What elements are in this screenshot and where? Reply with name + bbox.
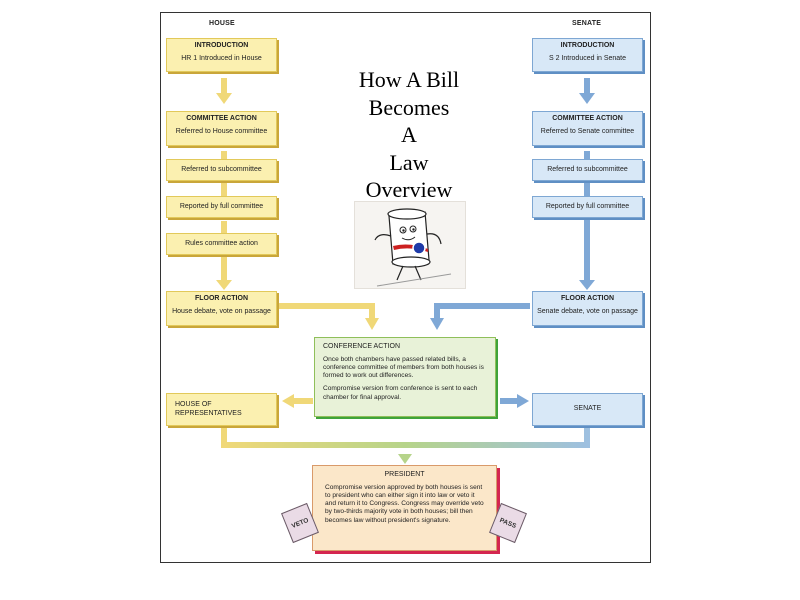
house-committee-box: COMMITTEE ACTION Referred to House commi… [166, 111, 277, 146]
house-header: HOUSE [209, 20, 235, 27]
senate-floor-title: FLOOR ACTION [560, 295, 614, 302]
house-final-label: HOUSE OF REPRESENTATIVES [175, 400, 242, 417]
senate-flow-arrows [430, 78, 595, 408]
house-final-box: HOUSE OF REPRESENTATIVES [166, 393, 277, 426]
conference-paragraph-1: Once both chambers have passed related b… [323, 355, 484, 380]
pass-label: PASS [498, 516, 518, 530]
senate-floor-box: FLOOR ACTION Senate debate, vote on pass… [532, 291, 643, 326]
senate-committee-box: COMMITTEE ACTION Referred to Senate comm… [532, 111, 643, 146]
senate-committee-title: COMMITTEE ACTION [552, 115, 623, 122]
president-title: PRESIDENT [384, 471, 425, 478]
senate-subcommittee-box: Referred to subcommittee [532, 159, 643, 181]
house-flow-arrows [216, 78, 379, 408]
house-committee-text: Referred to House committee [175, 127, 268, 135]
senate-introduction-text: S 2 Introduced in Senate [548, 54, 627, 62]
title-line-2: Becomes [368, 94, 450, 120]
house-floor-text: House debate, vote on passage [172, 307, 271, 315]
house-introduction-text: HR 1 Introduced in House [181, 54, 262, 62]
overlay-title: How A Bill Becomes A Law Overview [350, 66, 468, 203]
veto-label: VETO [290, 516, 310, 530]
house-committee-title: COMMITTEE ACTION [186, 115, 257, 122]
house-subcommittee-box: Referred to subcommittee [166, 159, 277, 181]
bill-character-illustration-icon [354, 201, 466, 289]
senate-committee-text: Referred to Senate committee [540, 127, 635, 135]
conference-paragraph-2: Compromise version from conference is se… [323, 385, 478, 401]
senate-final-box: SENATE [532, 393, 643, 426]
title-line-4: Law [389, 149, 429, 175]
house-rules-box: Rules committee action [166, 233, 277, 255]
merge-to-president [221, 428, 590, 456]
house-floor-box: FLOOR ACTION House debate, vote on passa… [166, 291, 277, 326]
senate-introduction-title: INTRODUCTION [560, 42, 615, 49]
title-line-3: A [401, 122, 417, 147]
conference-title: CONFERENCE ACTION [323, 343, 401, 350]
senate-full-committee-box: Reported by full committee [532, 196, 643, 218]
president-box: PRESIDENT Compromise version approved by… [312, 465, 497, 551]
house-full-committee-box: Reported by full committee [166, 196, 277, 218]
senate-header: SENATE [572, 20, 602, 27]
senate-floor-text: Senate debate, vote on passage [537, 307, 638, 315]
house-introduction-box: INTRODUCTION HR 1 Introduced in House [166, 38, 277, 72]
house-introduction-title: INTRODUCTION [194, 42, 249, 49]
president-text: Compromise version approved by both hous… [325, 483, 484, 524]
title-line-1: How A Bill [358, 67, 460, 92]
president-arrow-head [398, 454, 412, 464]
senate-introduction-box: INTRODUCTION S 2 Introduced in Senate [532, 38, 643, 72]
house-floor-title: FLOOR ACTION [194, 295, 248, 302]
title-line-5: Overview [365, 177, 453, 202]
conference-box: CONFERENCE ACTION Once both chambers hav… [314, 337, 496, 417]
